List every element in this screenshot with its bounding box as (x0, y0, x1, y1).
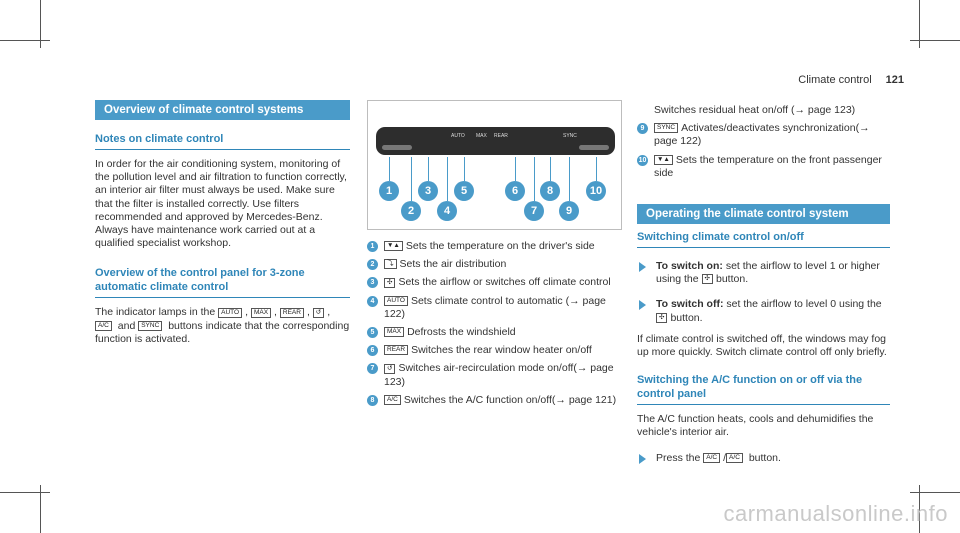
step-switch-off: To switch off: set the airflow to level … (637, 298, 890, 324)
auto-icon: AUTO (384, 295, 408, 306)
step-switch-on: To switch on: set the airflow to level 1… (637, 260, 890, 286)
recirculation-icon: ↺ (384, 363, 396, 374)
temperature-icon: ▼▲ (384, 241, 403, 252)
paragraph-ac: The A/C function heats, cools and dehumi… (637, 413, 874, 439)
subheading-on-off: Switching climate control on/off (637, 230, 890, 249)
crop-mark (0, 40, 50, 41)
panel-label: REAR (494, 133, 508, 139)
rear-window-icon: REAR (384, 345, 409, 356)
column-right: Switches residual heat on/off (→ page 12… (637, 104, 890, 465)
list-item: 3✣Sets the airflow or switches off clima… (367, 276, 624, 289)
paragraph-notes: In order for the air conditioning system… (95, 158, 347, 250)
crop-mark (40, 0, 41, 48)
callout-1: 1 (379, 181, 399, 201)
fan-icon: ✣ (701, 274, 713, 285)
page-number: 121 (885, 74, 904, 86)
callout-5: 5 (454, 181, 474, 201)
crop-mark (0, 492, 50, 493)
ac-icon: A/C (95, 320, 112, 331)
panel-slot (579, 145, 609, 150)
step-press-ac: Press the A/C/A/C button. (637, 452, 890, 465)
crop-mark (919, 485, 920, 533)
callout-line (596, 157, 597, 181)
ac-max-icon: A/C (726, 452, 743, 463)
list-item: 2⤵Sets the air distribution (367, 258, 624, 271)
callout-8: 8 (540, 181, 560, 201)
list-item: 1▼▲Sets the temperature on the driver's … (367, 240, 624, 253)
control-panel-image: AUTO MAX REAR SYNC (376, 127, 615, 155)
list-item-continued: Switches residual heat on/off (→ page 12… (654, 104, 856, 116)
crop-mark (919, 0, 920, 48)
section-title: Operating the climate control system (637, 204, 890, 225)
step-arrow-icon (639, 300, 646, 311)
subheading-notes: Notes on climate control (95, 132, 350, 150)
callout-2: 2 (401, 201, 421, 221)
subheading-overview: Overview of the control panel for 3-zone… (95, 266, 350, 299)
panel-slot (382, 145, 412, 150)
step-arrow-icon (639, 453, 646, 464)
callout-line (515, 157, 516, 181)
ac-icon: A/C (384, 395, 401, 406)
fan-icon: ✣ (656, 312, 668, 323)
callout-line (464, 157, 465, 181)
rear-window-icon: REAR (279, 307, 304, 318)
temperature-icon: ▼▲ (654, 154, 673, 165)
callout-line (389, 157, 390, 181)
panel-label: AUTO (451, 133, 465, 139)
windshield-max-icon: MAX (250, 307, 272, 318)
column-middle: AUTO MAX REAR SYNC 1 2 3 4 5 6 7 8 9 10 … (367, 100, 624, 407)
panel-label: SYNC (563, 133, 577, 139)
watermark: carmanualsonline.info (723, 501, 948, 526)
column-left: Overview of climate control systems Note… (95, 100, 350, 346)
callout-line (447, 157, 448, 201)
callout-10: 10 (586, 181, 606, 201)
recirculation-icon: ↺ (312, 307, 325, 318)
callout-3: 3 (418, 181, 438, 201)
callout-4: 4 (437, 201, 457, 221)
callout-line (569, 157, 570, 201)
control-panel-figure: AUTO MAX REAR SYNC 1 2 3 4 5 6 7 8 9 10 (367, 100, 622, 230)
step-arrow-icon (639, 262, 646, 273)
callout-9: 9 (559, 201, 579, 221)
crop-mark (40, 485, 41, 533)
windshield-max-icon: MAX (384, 327, 405, 338)
callout-line (534, 157, 535, 201)
callout-line (550, 157, 551, 181)
ac-icon: A/C (703, 452, 721, 463)
air-distribution-icon: ⤵ (384, 259, 397, 270)
crop-mark (910, 492, 960, 493)
callout-6: 6 (505, 181, 525, 201)
section-title: Overview of climate control systems (95, 100, 350, 120)
callout-7: 7 (524, 201, 544, 221)
callout-line (411, 157, 412, 201)
fan-icon: ✣ (384, 277, 396, 288)
list-item: 10▼▲Sets the temperature on the front pa… (637, 153, 882, 179)
panel-label: MAX (476, 133, 487, 139)
page-header: Climate control 121 (798, 74, 904, 86)
subheading-ac: Switching the A/C function on or off via… (637, 373, 890, 406)
header-title: Climate control (798, 74, 872, 86)
list-item: 7↺Switches air-recirculation mode on/off… (367, 362, 624, 388)
paragraph-indicators: The indicator lamps in the AUTO, MAX, RE… (95, 306, 350, 345)
sync-icon: SYNC (654, 123, 679, 134)
paragraph-fog: If climate control is switched off, the … (637, 332, 887, 359)
sync-icon: SYNC (138, 320, 163, 331)
legend-list: 1▼▲Sets the temperature on the driver's … (367, 240, 624, 407)
crop-mark (910, 40, 960, 41)
callout-line (428, 157, 429, 181)
auto-icon: AUTO (218, 307, 243, 318)
